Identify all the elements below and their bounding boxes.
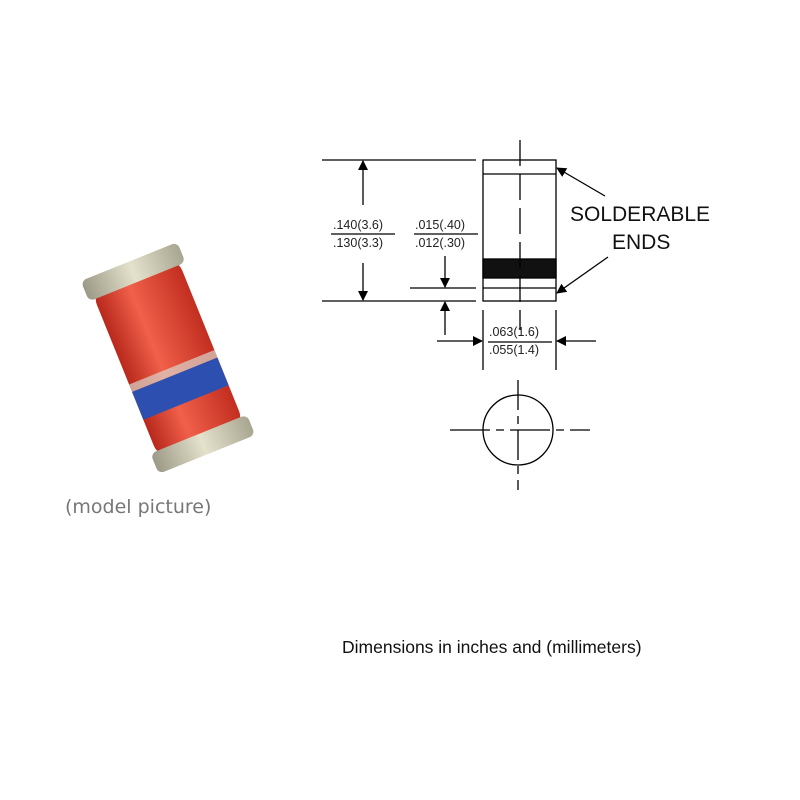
photo-caption: (model picture) xyxy=(65,496,212,518)
length-min-label: .130(3.3) xyxy=(333,236,383,250)
end-cap-bottom xyxy=(152,416,254,473)
diameter-min-label: .055(1.4) xyxy=(489,343,539,357)
end-min-label: .012(.30) xyxy=(415,236,465,250)
cathode-band xyxy=(132,357,229,420)
end-cap-top xyxy=(82,243,184,300)
diode-photo xyxy=(82,243,254,473)
callout-solderable: SOLDERABLE xyxy=(570,203,710,226)
length-max-label: .140(3.6) xyxy=(333,218,383,232)
end-max-label: .015(.40) xyxy=(415,218,465,232)
units-footnote: Dimensions in inches and (millimeters) xyxy=(342,637,642,657)
callout-ends: ENDS xyxy=(612,231,670,254)
diameter-max-label: .063(1.6) xyxy=(489,325,539,339)
outline-view xyxy=(322,140,609,490)
